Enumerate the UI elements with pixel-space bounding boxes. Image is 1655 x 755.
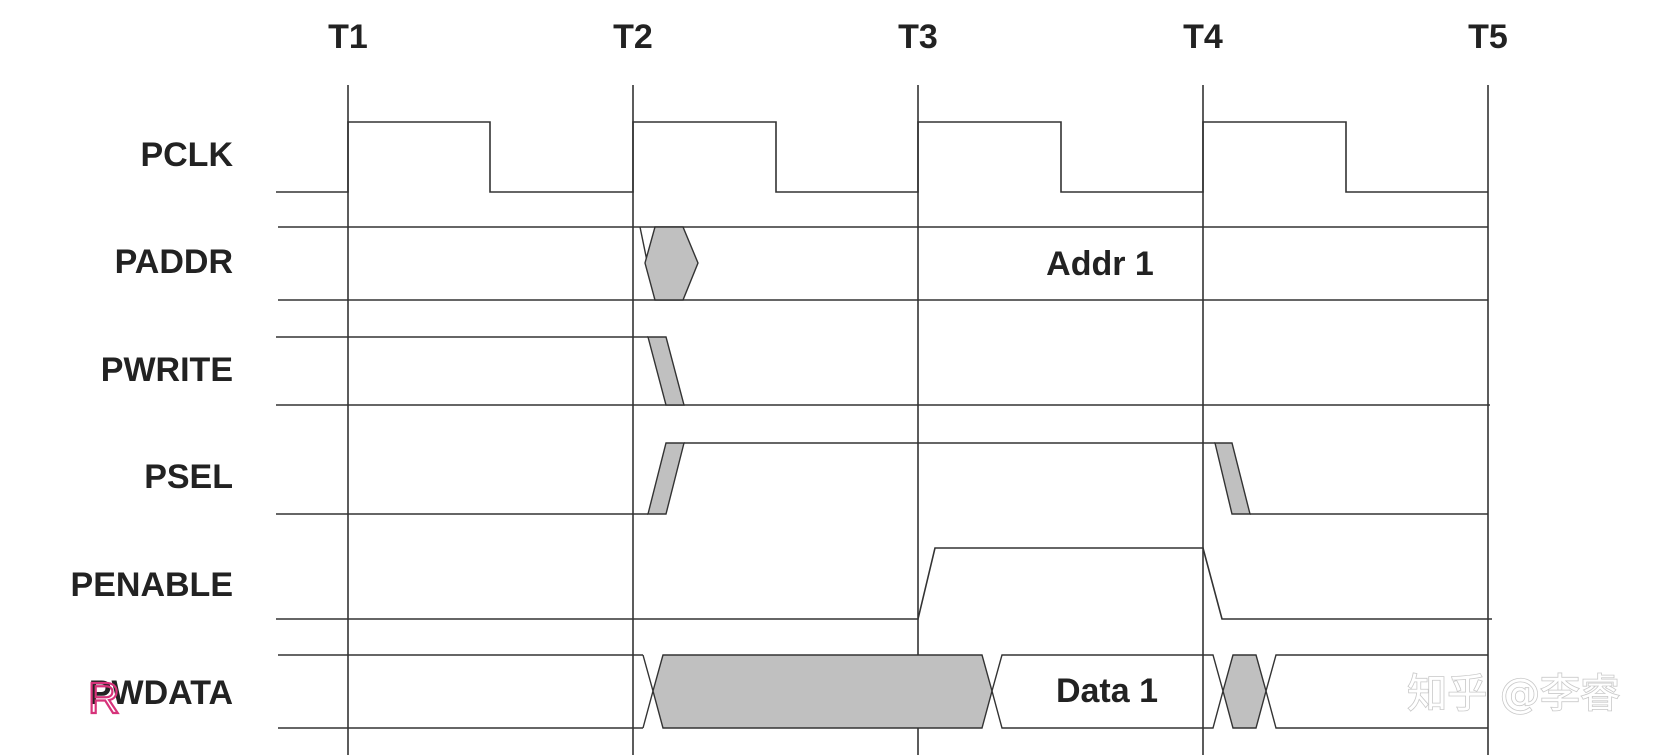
signal-label-penable: PENABLE	[71, 566, 233, 604]
time-markers: T1 T2 T3 T4 T5	[328, 18, 1508, 755]
pwdata-waveform: Data 1	[278, 654, 1488, 729]
pwdata-invalid-1	[652, 654, 993, 729]
paddr-value: Addr 1	[1046, 245, 1154, 283]
watermark-text: 知乎 @李睿	[1407, 671, 1620, 717]
pwrite-transition	[647, 336, 685, 406]
signal-label-pwdata: PWDATA	[89, 674, 233, 712]
signal-label-pclk: PCLK	[140, 136, 233, 174]
pclk-waveform	[276, 121, 1488, 193]
signal-label-pwrite: PWRITE	[101, 351, 233, 389]
pwdata-value: Data 1	[1056, 672, 1158, 710]
pwdata-overlay-char: R	[88, 674, 120, 723]
signal-label-paddr: PADDR	[115, 243, 233, 281]
psel-waveform	[276, 442, 1488, 515]
marker-label-t5: T5	[1468, 18, 1508, 56]
marker-label-t1: T1	[328, 18, 368, 56]
pwrite-waveform	[276, 336, 1490, 406]
signal-labels: PCLK PADDR PWRITE PSEL PENABLE PWDATA R	[71, 136, 234, 724]
signal-label-psel: PSEL	[144, 458, 233, 496]
pwdata-invalid-2	[1222, 654, 1267, 729]
psel-transition-rise	[647, 442, 685, 515]
paddr-transition	[644, 226, 699, 301]
marker-label-t4: T4	[1183, 18, 1223, 56]
marker-label-t3: T3	[898, 18, 938, 56]
psel-transition-fall	[1214, 442, 1251, 515]
paddr-waveform: Addr 1	[278, 226, 1488, 301]
marker-label-t2: T2	[613, 18, 653, 56]
penable-waveform	[276, 547, 1492, 620]
